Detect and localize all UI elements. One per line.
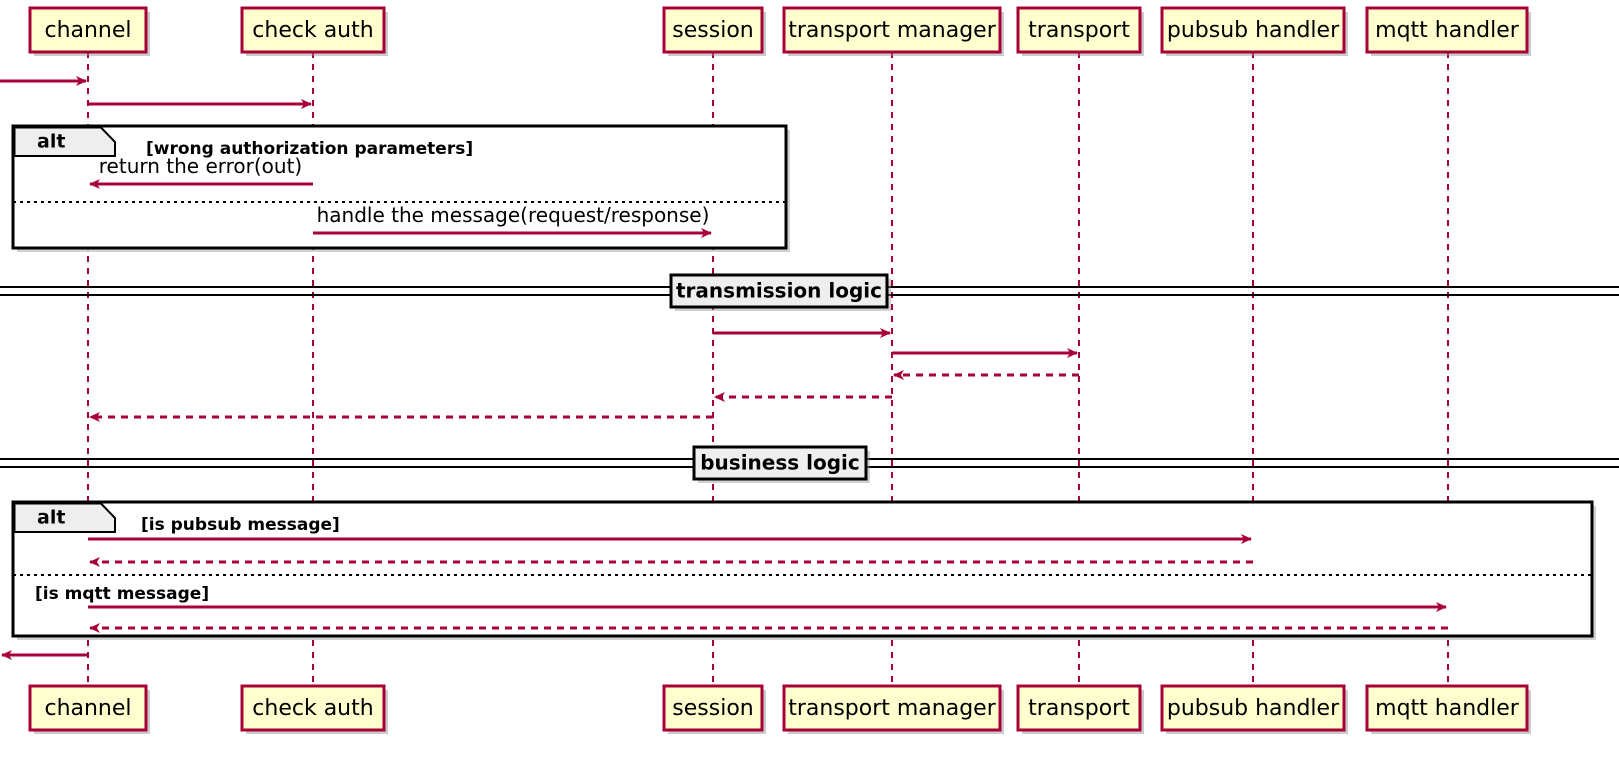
participant-label-transport: transport <box>1028 696 1130 721</box>
participant-transport-top[interactable]: transport <box>1016 6 1144 56</box>
participant-label-check_auth: check auth <box>252 18 373 43</box>
frame-title: alt <box>37 507 65 529</box>
message-label: handle the message(request/response) <box>317 203 710 227</box>
participant-label-transport: transport <box>1028 18 1130 43</box>
participant-label-pubsub_handler: pubsub handler <box>1167 696 1340 721</box>
frame-title: alt <box>37 131 65 153</box>
frame-guard-0: [wrong authorization parameters] <box>146 139 473 159</box>
divider-label: transmission logic <box>676 279 882 303</box>
participant-box[interactable] <box>28 6 148 54</box>
participant-label-check_auth: check auth <box>252 696 373 721</box>
frame-border <box>11 124 788 250</box>
participant-channel-top[interactable]: channel <box>28 6 150 56</box>
participant-box[interactable] <box>1365 6 1529 54</box>
participant-label-channel: channel <box>44 696 131 721</box>
participant-box[interactable] <box>1016 6 1142 54</box>
participant-layer: channel channel check auth check auth sessio… <box>28 6 1531 734</box>
divider-transmission: transmission logic <box>0 273 1619 311</box>
participant-box[interactable] <box>1365 684 1529 732</box>
frame-alt-business: alt [is pubsub message] [is mqtt message] <box>11 500 1596 640</box>
message-m3: return the error(out) <box>89 154 313 189</box>
divider-layer: transmission logic business logic <box>0 273 1619 483</box>
participant-mqtt_handler-bottom[interactable]: mqtt handler <box>1365 684 1531 734</box>
frame-alt-auth: alt [wrong authorization parameters] <box>11 124 790 252</box>
participant-box[interactable] <box>240 6 386 54</box>
participant-label-session: session <box>672 696 753 721</box>
divider-box <box>692 445 868 481</box>
participant-label-transport_manager: transport manager <box>788 696 996 721</box>
participant-label-session: session <box>672 18 753 43</box>
participant-label-channel: channel <box>44 18 131 43</box>
participant-box[interactable] <box>662 6 764 54</box>
participant-box[interactable] <box>1016 684 1142 732</box>
participant-box[interactable] <box>1160 684 1346 732</box>
participant-box[interactable] <box>1160 6 1346 54</box>
participant-label-mqtt_handler: mqtt handler <box>1375 696 1520 721</box>
divider-business: business logic <box>0 445 1619 483</box>
participant-box[interactable] <box>782 6 1002 54</box>
message-m4: handle the message(request/response) <box>313 203 712 238</box>
participant-check_auth-bottom[interactable]: check auth <box>240 684 388 734</box>
participant-mqtt_handler-top[interactable]: mqtt handler <box>1365 6 1531 56</box>
frame-guard-0: [is pubsub message] <box>141 515 340 535</box>
participant-channel-bottom[interactable]: channel <box>28 684 150 734</box>
divider-label: business logic <box>700 451 860 475</box>
participant-pubsub_handler-top[interactable]: pubsub handler <box>1160 6 1348 56</box>
message-label: return the error(out) <box>99 154 302 178</box>
participant-session-top[interactable]: session <box>662 6 766 56</box>
frame-layer: alt [wrong authorization parameters] alt [i… <box>11 124 1596 640</box>
participant-transport_manager-bottom[interactable]: transport manager <box>782 684 1004 734</box>
participant-box[interactable] <box>662 684 764 732</box>
frame-border <box>11 500 1594 638</box>
participant-session-bottom[interactable]: session <box>662 684 766 734</box>
participant-label-transport_manager: transport manager <box>788 18 996 43</box>
frame-header-shape <box>13 126 116 157</box>
frame-guard-1: [is mqtt message] <box>35 584 209 604</box>
participant-transport-bottom[interactable]: transport <box>1016 684 1144 734</box>
participant-pubsub_handler-bottom[interactable]: pubsub handler <box>1160 684 1348 734</box>
participant-transport_manager-top[interactable]: transport manager <box>782 6 1004 56</box>
divider-box <box>669 273 889 309</box>
frame-header-shape <box>13 502 116 533</box>
participant-label-pubsub_handler: pubsub handler <box>1167 18 1340 43</box>
participant-box[interactable] <box>28 684 148 732</box>
participant-check_auth-top[interactable]: check auth <box>240 6 388 56</box>
participant-box[interactable] <box>240 684 386 732</box>
message-layer: return the error(out) handle the message(… <box>0 76 1448 660</box>
participant-label-mqtt_handler: mqtt handler <box>1375 18 1520 43</box>
participant-box[interactable] <box>782 684 1002 732</box>
